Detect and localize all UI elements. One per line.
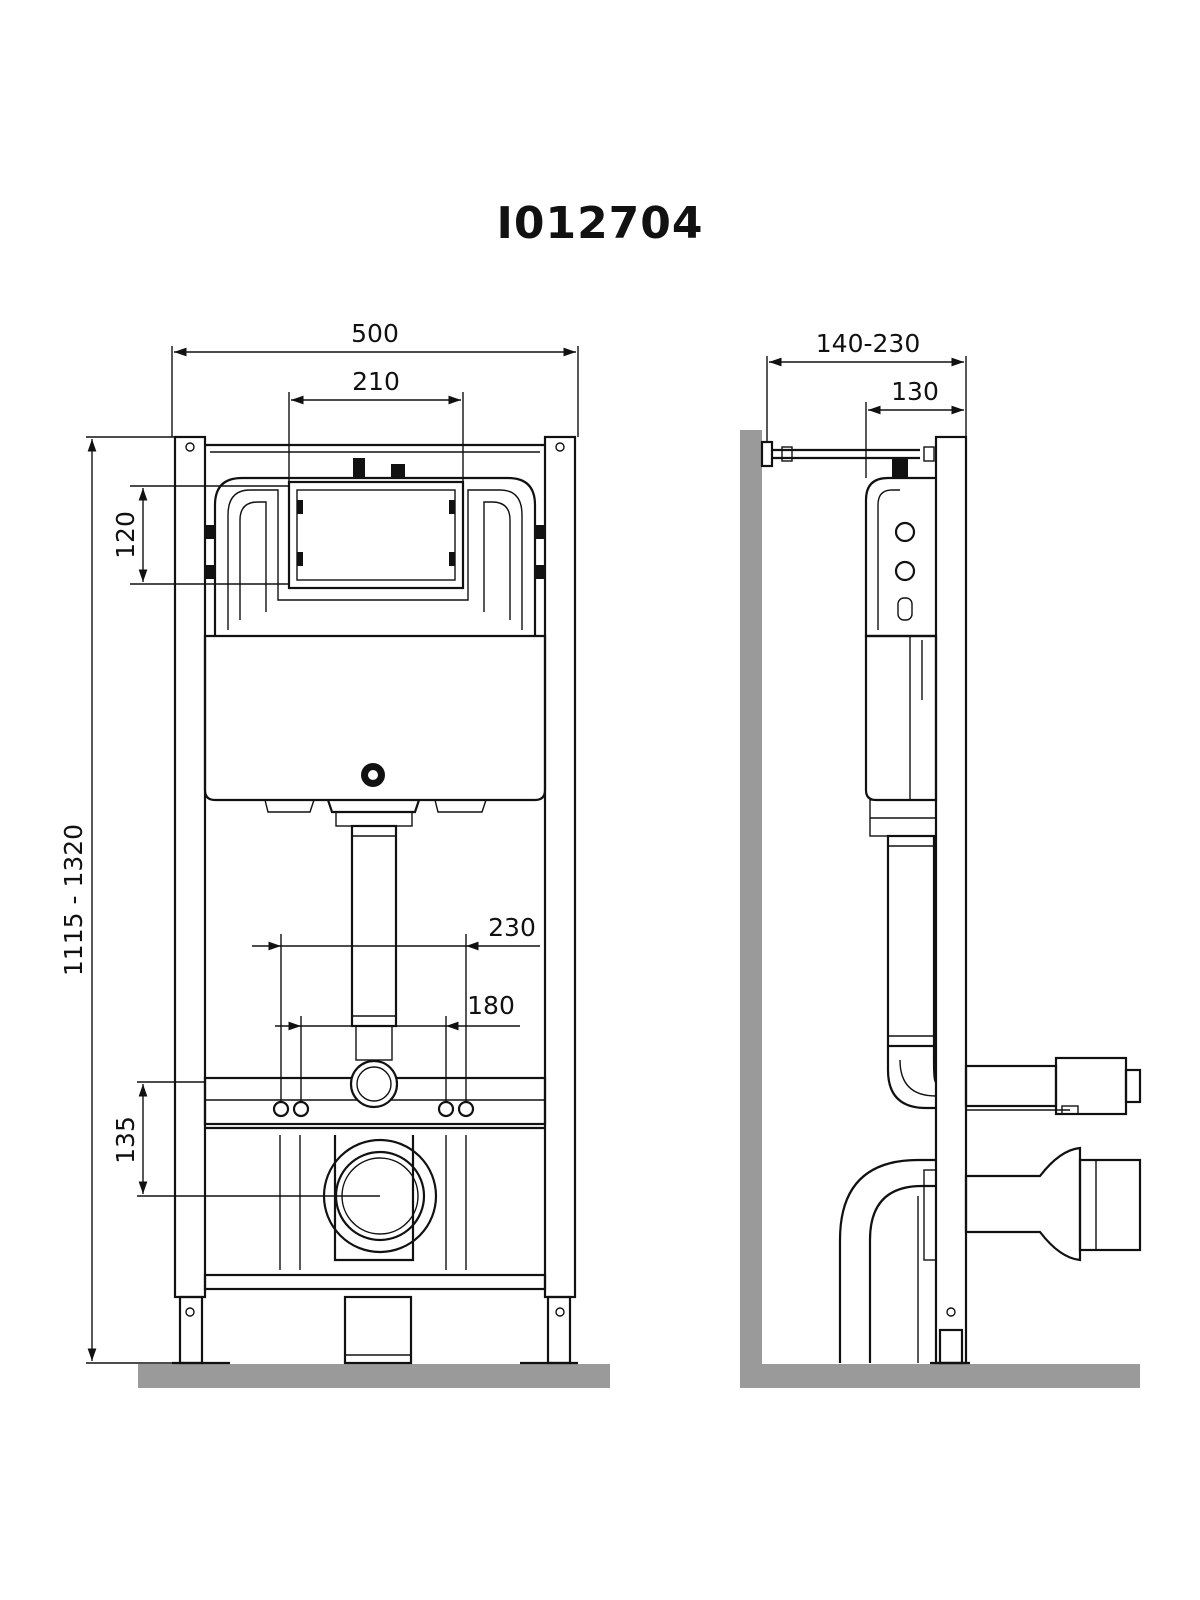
side-floor xyxy=(740,1364,1140,1388)
side-cistern-body xyxy=(864,634,938,802)
front-view: 500 210 120 1115 - 1320 230 180 135 xyxy=(59,319,610,1388)
side-flush-pipe xyxy=(886,834,936,1048)
left-foot xyxy=(178,1295,204,1365)
lower-crossbar xyxy=(203,1273,547,1291)
side-view: 140-230 130 xyxy=(740,329,1142,1388)
dim-frame-height: 1115 - 1320 xyxy=(59,824,88,976)
outlet-connector xyxy=(964,1146,1082,1262)
side-cistern-top xyxy=(864,476,936,638)
dim-flush-plate-width: 210 xyxy=(352,367,400,396)
waste-bend xyxy=(838,1158,936,1363)
dim-outlet-height: 135 xyxy=(111,1116,140,1164)
dim-flush-plate-height: 120 xyxy=(111,511,140,559)
cistern-body xyxy=(203,634,547,802)
cistern-top xyxy=(213,476,537,636)
left-post xyxy=(173,435,207,1299)
right-foot xyxy=(546,1295,572,1365)
front-floor xyxy=(138,1364,610,1388)
flush-pipe xyxy=(350,824,398,1028)
side-post xyxy=(934,435,968,1365)
outlet-pipe xyxy=(343,1295,413,1365)
side-wall xyxy=(740,430,762,1388)
flush-opening xyxy=(287,480,465,590)
dim-depth-range: 140-230 xyxy=(816,329,920,358)
dim-depth-cistern: 130 xyxy=(891,377,939,406)
flush-connector xyxy=(964,1064,1058,1108)
dim-studs-outer: 230 xyxy=(488,913,536,942)
flush-inlet xyxy=(349,1059,399,1109)
dim-studs-inner: 180 xyxy=(467,991,515,1020)
dim-width-total: 500 xyxy=(351,319,399,348)
right-post xyxy=(543,435,577,1299)
drawing-title: I012704 xyxy=(496,198,704,249)
